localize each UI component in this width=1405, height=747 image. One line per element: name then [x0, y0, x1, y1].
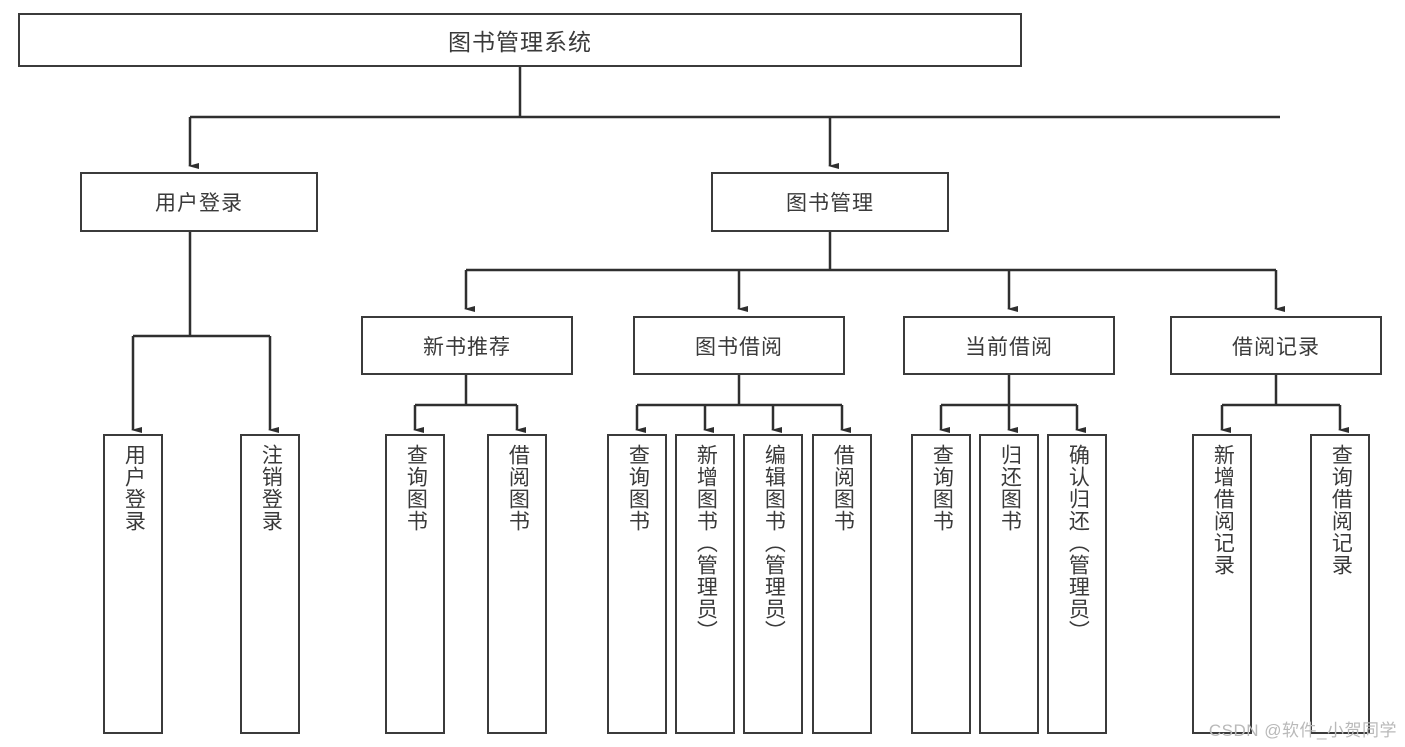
node-leaf-user-login-label: 用户登录 [122, 444, 146, 532]
node-current-borrow[interactable]: 当前借阅 [903, 316, 1115, 375]
node-leaf-logout-login-label: 注销登录 [259, 444, 283, 532]
node-leaf-query-book-1-label: 查询图书 [404, 444, 428, 532]
node-user-login[interactable]: 用户登录 [80, 172, 318, 232]
node-leaf-confirm-return[interactable]: 确认归还（管理员） [1047, 434, 1107, 734]
node-book-borrow-label: 图书借阅 [695, 335, 783, 359]
node-leaf-add-record-label: 新增借阅记录 [1211, 444, 1235, 576]
node-user-login-label: 用户登录 [155, 192, 243, 215]
node-leaf-query-book-1[interactable]: 查询图书 [385, 434, 445, 734]
node-leaf-add-book[interactable]: 新增图书（管理员） [675, 434, 735, 734]
node-new-book-recommend[interactable]: 新书推荐 [361, 316, 573, 375]
node-leaf-edit-book-label: 编辑图书（管理员） [762, 444, 786, 642]
node-book-manage[interactable]: 图书管理 [711, 172, 949, 232]
node-leaf-borrow-book-2-label: 借阅图书 [831, 444, 855, 532]
node-leaf-logout-login[interactable]: 注销登录 [240, 434, 300, 734]
node-book-manage-label: 图书管理 [786, 192, 874, 215]
node-leaf-query-book-2[interactable]: 查询图书 [607, 434, 667, 734]
node-leaf-confirm-return-label: 确认归还（管理员） [1066, 444, 1090, 642]
node-leaf-borrow-book-1[interactable]: 借阅图书 [487, 434, 547, 734]
node-leaf-borrow-book-1-label: 借阅图书 [506, 444, 530, 532]
node-leaf-query-record-label: 查询借阅记录 [1329, 444, 1353, 576]
node-root[interactable]: 图书管理系统 [18, 13, 1022, 67]
node-leaf-return-book[interactable]: 归还图书 [979, 434, 1039, 734]
node-leaf-edit-book[interactable]: 编辑图书（管理员） [743, 434, 803, 734]
node-borrow-record[interactable]: 借阅记录 [1170, 316, 1382, 375]
node-leaf-query-book-3-label: 查询图书 [930, 444, 954, 532]
watermark: CSDN @软件_小贺同学 [1208, 721, 1397, 740]
node-book-borrow[interactable]: 图书借阅 [633, 316, 845, 375]
node-leaf-query-book-3[interactable]: 查询图书 [911, 434, 971, 734]
node-leaf-add-book-label: 新增图书（管理员） [694, 444, 718, 642]
node-leaf-return-book-label: 归还图书 [998, 444, 1022, 532]
node-root-label: 图书管理系统 [448, 29, 592, 55]
node-leaf-query-book-2-label: 查询图书 [626, 444, 650, 532]
node-new-book-recommend-label: 新书推荐 [423, 335, 511, 359]
node-leaf-query-record[interactable]: 查询借阅记录 [1310, 434, 1370, 734]
node-borrow-record-label: 借阅记录 [1232, 335, 1320, 359]
node-current-borrow-label: 当前借阅 [965, 335, 1053, 359]
node-leaf-user-login[interactable]: 用户登录 [103, 434, 163, 734]
node-leaf-borrow-book-2[interactable]: 借阅图书 [812, 434, 872, 734]
node-leaf-add-record[interactable]: 新增借阅记录 [1192, 434, 1252, 734]
